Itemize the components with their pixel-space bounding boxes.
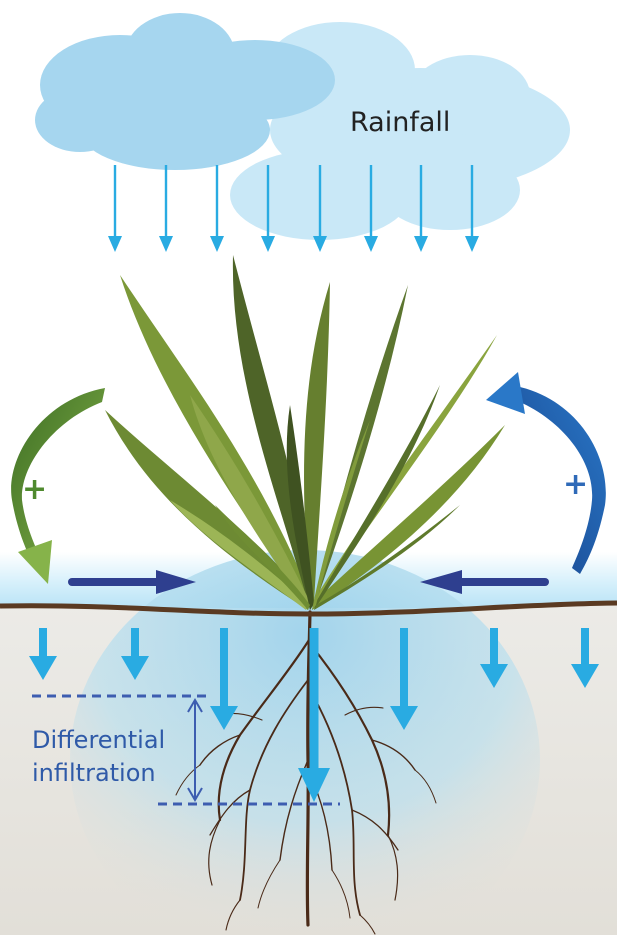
leaf [170,500,308,610]
infiltration-arrow-7-icon [571,628,599,688]
plant [105,255,505,610]
surface-flow-right-icon [420,570,549,594]
soil-surface-line [0,600,617,617]
feedback-arrow-right-icon [486,372,606,574]
leaf [304,282,330,610]
wet-soil-zone [70,550,540,935]
cloud-front [35,13,335,170]
feedback-arrow-left-icon [11,388,105,584]
infiltration-arrow-3-icon [210,628,238,730]
differential-label-line2: infiltration [32,759,156,787]
infiltration-arrow-6-icon [480,628,508,688]
root-system [175,610,437,935]
rain-arrow-3-icon [210,165,224,252]
feedback-plus-left: + [22,472,47,507]
rain-arrows [108,165,479,252]
infiltration-arrow-4-icon [298,628,330,802]
infiltration-arrows [29,628,599,802]
leaf [286,405,314,610]
measure-arrow-icon [187,698,203,802]
leaf [105,410,310,610]
leaf [312,420,370,610]
rainfall-label: Rainfall [350,107,450,138]
infiltration-arrow-1-icon [29,628,57,680]
differential-label-line1: Differential [32,726,165,754]
infiltration-arrow-5-icon [390,628,418,730]
rain-arrow-4-icon [261,165,275,252]
surface-flow-left-icon [68,570,196,594]
leaf [215,505,310,610]
leaf [314,505,460,610]
rain-arrow-7-icon [414,165,428,252]
leaf [312,425,505,610]
rain-arrow-2-icon [159,165,173,252]
rain-arrow-6-icon [364,165,378,252]
leaf [314,385,440,610]
leaf [190,395,310,610]
rain-arrow-8-icon [465,165,479,252]
infiltration-arrow-2-icon [121,628,149,680]
rain-arrow-1-icon [108,165,122,252]
rain-arrow-5-icon [313,165,327,252]
feedback-plus-right: + [563,467,588,502]
